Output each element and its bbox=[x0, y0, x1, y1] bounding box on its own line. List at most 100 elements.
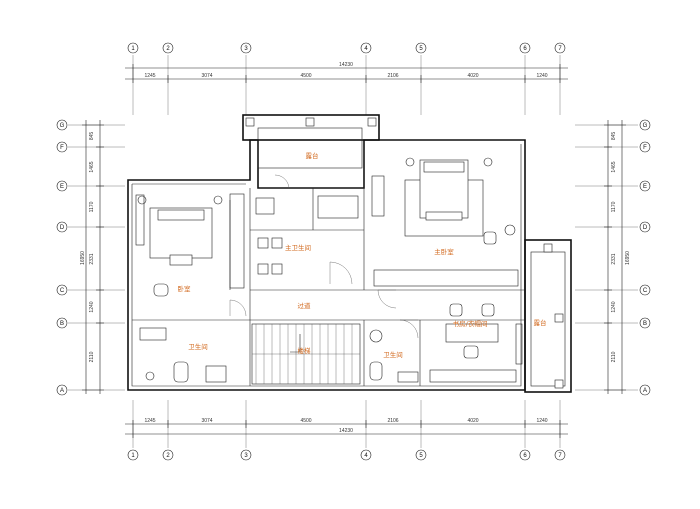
axis-label: 3 bbox=[244, 46, 248, 52]
room-label-study: 书房/衣帽间 bbox=[453, 319, 488, 328]
axis-bubble: D bbox=[56, 221, 68, 233]
axis-bubble: B bbox=[56, 317, 68, 329]
right-dim-5: 1240 bbox=[611, 301, 617, 312]
toilet bbox=[369, 361, 383, 381]
axis-bubble: A bbox=[56, 384, 68, 396]
axis-label: 7 bbox=[558, 46, 562, 52]
left-dimension-chain: 845 1465 1170 2331 1240 2110 16950 bbox=[80, 120, 104, 394]
right-dim-1: 845 bbox=[611, 132, 617, 141]
axis-label: 4 bbox=[364, 453, 368, 459]
axis-bubble: B bbox=[639, 317, 651, 329]
left-dim-2: 1465 bbox=[89, 161, 95, 172]
bottom-dim-1: 1245 bbox=[144, 418, 155, 424]
axis-label: 1 bbox=[131, 46, 135, 52]
study-furniture bbox=[429, 303, 523, 383]
axis-label: B bbox=[643, 321, 647, 327]
axis-label: E bbox=[60, 184, 64, 190]
axis-label: C bbox=[643, 288, 648, 294]
bathroom-fixtures bbox=[139, 195, 419, 383]
doors bbox=[229, 174, 419, 339]
bottom-total-dim: 14230 bbox=[339, 428, 353, 434]
axis-bubble: 2 bbox=[162, 449, 174, 461]
right-dim-6: 2110 bbox=[611, 351, 617, 362]
axis-label: G bbox=[60, 123, 65, 129]
top-dim-6: 1240 bbox=[536, 73, 547, 79]
axis-label: 6 bbox=[523, 46, 527, 52]
room-label-bedroom: 卧室 bbox=[178, 284, 192, 293]
axis-label: A bbox=[643, 388, 647, 394]
row-axis-right: G F E D C B A bbox=[639, 119, 651, 396]
axis-bubble: 7 bbox=[554, 449, 566, 461]
chair bbox=[449, 303, 463, 317]
axis-label: E bbox=[643, 184, 647, 190]
axis-label: B bbox=[60, 321, 64, 327]
top-total-dim: 14230 bbox=[339, 62, 353, 68]
axis-bubble: D bbox=[639, 221, 651, 233]
axis-label: G bbox=[643, 123, 648, 129]
bottom-dim-2: 3074 bbox=[201, 418, 212, 424]
axis-label: 4 bbox=[364, 46, 368, 52]
axis-bubble: 3 bbox=[240, 42, 252, 54]
axis-bubble: 7 bbox=[554, 42, 566, 54]
axis-bubble: F bbox=[639, 141, 651, 153]
stair bbox=[251, 323, 361, 385]
top-dim-5: 4020 bbox=[467, 73, 478, 79]
axis-bubble: E bbox=[639, 180, 651, 192]
top-dim-3: 4500 bbox=[300, 73, 311, 79]
axis-bubble: C bbox=[56, 284, 68, 296]
axis-label: 3 bbox=[244, 453, 248, 459]
room-label-balcony-top: 露台 bbox=[306, 151, 319, 160]
right-total-dim: 16950 bbox=[625, 251, 631, 265]
room-label-bathroom-mid: 卫生间 bbox=[383, 350, 403, 359]
axis-bubble: F bbox=[56, 141, 68, 153]
top-dim-2: 3074 bbox=[201, 73, 212, 79]
toilet bbox=[173, 361, 189, 383]
axis-bubble: 4 bbox=[360, 42, 372, 54]
axis-label: 5 bbox=[419, 453, 423, 459]
chair bbox=[153, 283, 169, 297]
axis-label: 7 bbox=[558, 453, 562, 459]
top-dimension-chain: 14230 1245 3074 4500 2106 4020 1240 bbox=[125, 62, 568, 83]
axis-bubble: A bbox=[639, 384, 651, 396]
axis-bubble: 6 bbox=[519, 42, 531, 54]
bedroom-furniture bbox=[135, 193, 245, 297]
right-dim-2: 1465 bbox=[611, 161, 617, 172]
axis-label: F bbox=[60, 145, 64, 151]
room-label-corridor: 过道 bbox=[298, 301, 312, 310]
axis-label: A bbox=[60, 388, 64, 394]
left-total-dim: 16950 bbox=[80, 251, 86, 265]
axis-bubble: 4 bbox=[360, 449, 372, 461]
left-dim-5: 1240 bbox=[89, 301, 95, 312]
bottom-dim-4: 2106 bbox=[387, 418, 398, 424]
right-dimension-chain: 845 1465 1170 2331 1240 2110 16950 bbox=[604, 120, 631, 394]
axis-bubble: 5 bbox=[415, 449, 427, 461]
column-axis-bottom: 1 2 3 4 5 6 7 bbox=[127, 449, 566, 461]
top-dim-1: 1245 bbox=[144, 73, 155, 79]
left-dim-1: 845 bbox=[89, 132, 95, 141]
axis-bubble: 3 bbox=[240, 449, 252, 461]
room-labels: 露台 主卫生间 主卧室 卧室 过道 卫生间 楼梯 卫生间 书房/衣帽间 露台 bbox=[178, 151, 547, 359]
axis-bubble: E bbox=[56, 180, 68, 192]
bottom-dim-3: 4500 bbox=[300, 418, 311, 424]
room-label-bathroom-left: 卫生间 bbox=[188, 342, 208, 351]
axis-bubble: 5 bbox=[415, 42, 427, 54]
axis-bubble: 1 bbox=[127, 42, 139, 54]
right-dim-4: 2331 bbox=[611, 253, 617, 264]
axis-bubble: 2 bbox=[162, 42, 174, 54]
room-label-stair: 楼梯 bbox=[298, 346, 312, 355]
room-label-balcony-right: 露台 bbox=[534, 318, 547, 327]
axis-label: 5 bbox=[419, 46, 423, 52]
bottom-dimension-chain: 1245 3074 4500 2106 4020 1240 14230 bbox=[125, 418, 568, 438]
axis-label: 2 bbox=[166, 453, 170, 459]
master-bedroom-furniture bbox=[371, 157, 519, 287]
axis-bubble: G bbox=[56, 119, 68, 131]
right-dim-3: 1170 bbox=[611, 201, 617, 212]
axis-label: 6 bbox=[523, 453, 527, 459]
axis-label: F bbox=[643, 145, 647, 151]
row-axis-left: G F E D C B A bbox=[56, 119, 68, 396]
axis-label: C bbox=[60, 288, 65, 294]
column-axis-top: 1 2 3 4 5 6 7 bbox=[127, 42, 566, 54]
left-dim-6: 2110 bbox=[89, 351, 95, 362]
left-dim-3: 1170 bbox=[89, 201, 95, 212]
